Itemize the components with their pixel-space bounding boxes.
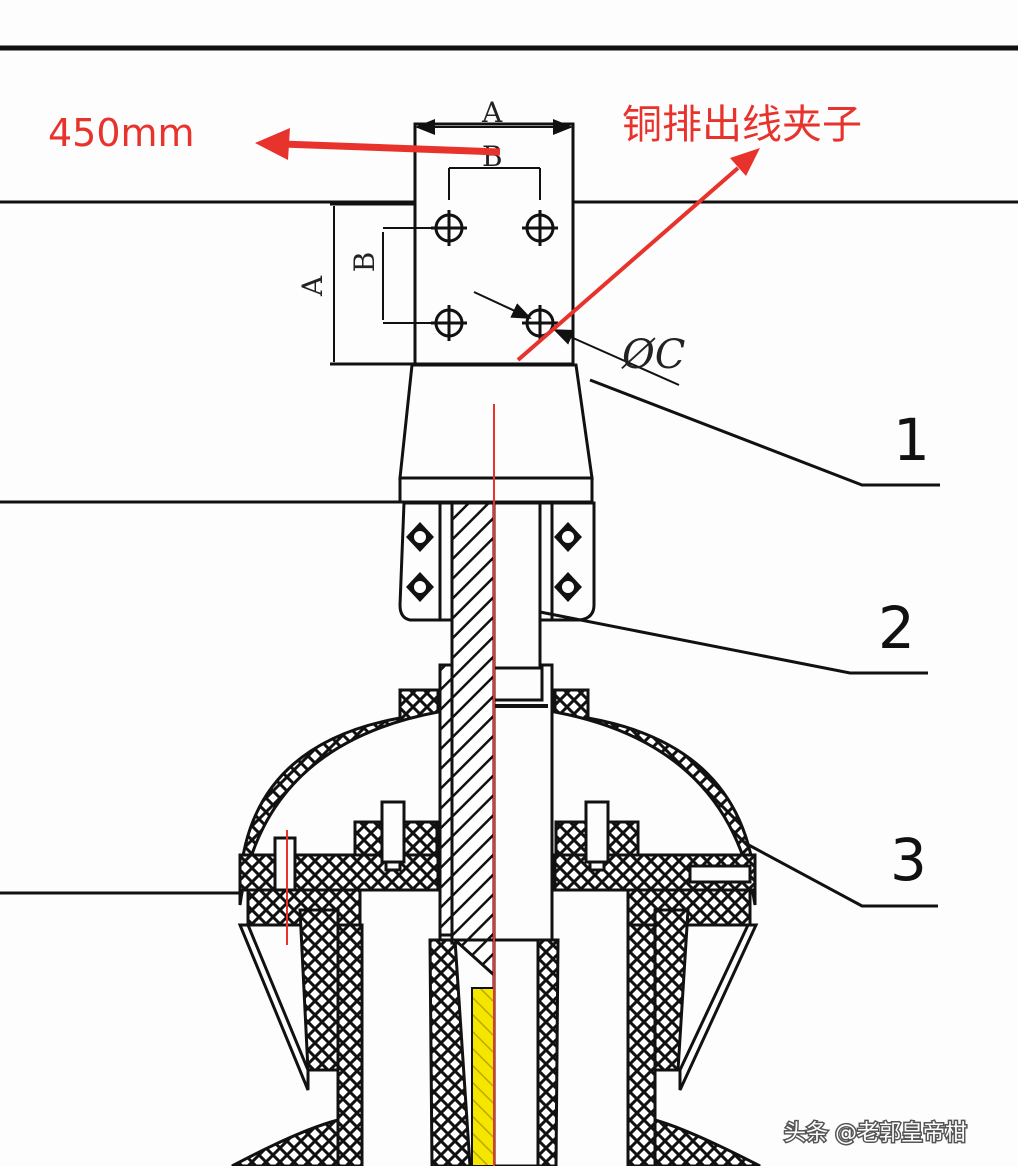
cap-studs — [273, 800, 752, 892]
length-annotation: 450mm — [48, 111, 195, 155]
clamp-bolts — [406, 522, 582, 602]
frame-lines — [0, 45, 1018, 895]
conductor-stem — [438, 501, 554, 1166]
hole-diameter-label: ØC — [621, 332, 685, 378]
callout-2: 2 — [878, 594, 915, 662]
dimension-lines — [333, 119, 680, 386]
dimension-a-side: A — [296, 275, 329, 297]
terminal-neck — [398, 363, 594, 504]
terminal-plate — [330, 122, 575, 366]
clamp-annotation: 铜排出线夹子 — [622, 102, 862, 148]
yellow-conductor — [471, 987, 495, 1166]
callout-3: 3 — [890, 826, 927, 894]
dimension-b-side: B — [348, 252, 381, 273]
watermark: 头条 @老郭皇帝柑 — [784, 1121, 967, 1146]
centerlines — [286, 404, 495, 1166]
callout-leaders — [539, 378, 940, 908]
dimension-b-top: B — [482, 140, 503, 173]
red-arrows — [255, 128, 760, 362]
dimension-a-top: A — [481, 96, 503, 129]
callout-1: 1 — [893, 406, 930, 474]
